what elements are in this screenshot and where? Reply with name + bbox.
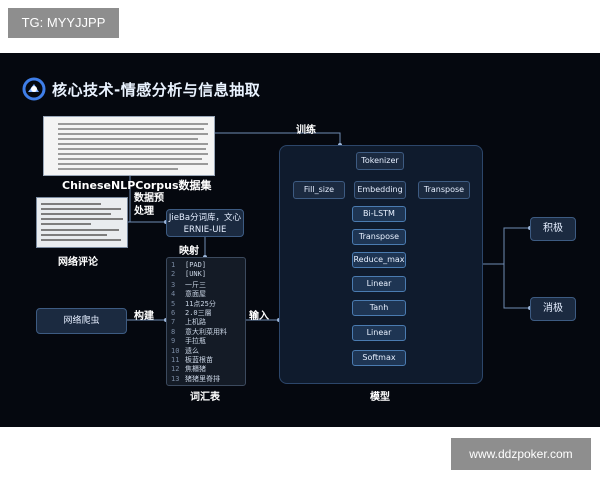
vocab-row: 13 猪猪里脊排 [171, 374, 220, 384]
vocab-row: 11 板蓝根苗 [171, 355, 213, 365]
corpus-document-image [43, 116, 215, 176]
vocab-row-index: 1 [171, 261, 176, 269]
vocab-row-index: 2 [171, 270, 176, 279]
vocab-row-index: 5 [171, 299, 176, 308]
diagram-title: 核心技术-情感分析与信息抽取 [52, 81, 261, 99]
vocab-row-index: 12 [171, 365, 180, 374]
preprocess-label: 数据预处理 [134, 193, 164, 217]
vocab-row-token: 遗么 [185, 346, 199, 355]
bilstm-layer: Bi-LSTM [352, 206, 406, 222]
watermark-top-left: TG: MYYJJPP [8, 8, 119, 38]
vocab-row-token: 意面屋 [185, 290, 206, 299]
vocab-row-token: 手拉瓶 [185, 337, 206, 346]
vocab-row-token: 焦櫃猪 [185, 365, 206, 374]
vocab-row-token: 意大利菜用料 [185, 327, 227, 336]
embedding-node: Embedding [354, 181, 406, 199]
crawler-node: 网络爬虫 [36, 308, 127, 334]
vocab-row: 2 [UNK] [171, 270, 206, 280]
vocab-row-token: 2.0三層 [185, 309, 212, 317]
softmax-layer: Softmax [352, 350, 406, 366]
vocab-row: 4 意面屋 [171, 289, 206, 299]
tanh-layer: Tanh [352, 300, 406, 316]
vocab-row: 7 上机路 [171, 317, 206, 327]
vocab-row-index: 13 [171, 374, 180, 383]
transpose-side-node: Transpose [418, 181, 470, 199]
watermark-bottom-right: www.ddzpoker.com [451, 438, 591, 470]
vocab-row-token: 板蓝根苗 [185, 356, 213, 364]
vocab-row-token: [UNK] [185, 270, 207, 279]
build-label: 构建 [134, 311, 154, 322]
vocab-row: 1 [PAD] [171, 261, 206, 271]
vocab-row: 9 手拉瓶 [171, 336, 206, 346]
vocab-row-index: 7 [171, 318, 176, 327]
vocab-row: 5 11点25分 [171, 299, 216, 309]
vocab-row-index: 9 [171, 337, 176, 346]
vocab-row: 10 遗么 [171, 346, 199, 356]
vocab-row: 3 一斤三 [171, 280, 206, 290]
reduce-max-layer: Reduce_max [352, 252, 406, 268]
vocab-list: 1 [PAD] 2 [UNK] 3 一斤三 4 意面屋 5 11点25分 6 2.0三層 7 上机路 8 意大… [166, 257, 246, 386]
fill-size-node: Fill_size [293, 181, 345, 199]
vocab-label: 词汇表 [190, 392, 220, 403]
vocab-row-token: 11点25分 [185, 299, 216, 308]
corpus-label: ChineseNLPCorpus数据集 [62, 179, 212, 192]
negative-output-node: 消极 [530, 297, 576, 321]
linear-layer-2: Linear [352, 325, 406, 341]
positive-output-node: 积极 [530, 217, 576, 241]
vocab-row: 8 意大利菜用料 [171, 327, 227, 337]
vocab-row-index: 4 [171, 290, 176, 299]
vocab-row-index: 11 [171, 356, 180, 364]
linear-layer-1: Linear [352, 276, 406, 292]
jieba-ernie-node: JieBa分词库，文心ERNIE-UIE [166, 209, 244, 237]
vocab-row-index: 10 [171, 346, 180, 355]
vocab-row-index: 6 [171, 309, 176, 317]
comments-image [36, 197, 128, 248]
mapping-label: 映射 [179, 246, 199, 257]
vocab-row-index: 8 [171, 327, 176, 336]
train-label: 训练 [296, 125, 316, 136]
tokenizer-node: Tokenizer [356, 152, 404, 170]
vocab-row-token: [PAD] [185, 261, 207, 269]
vocab-row-token: 猪猪里脊排 [185, 374, 220, 383]
vocab-row: 12 焦櫃猪 [171, 364, 206, 374]
vocab-row-token: 一斤三 [185, 280, 206, 289]
vocab-row-index: 3 [171, 280, 176, 289]
input-label: 输入 [249, 311, 269, 322]
vocab-row: 6 2.0三層 [171, 308, 212, 318]
transpose-layer: Transpose [352, 229, 406, 245]
comments-label: 网络评论 [58, 257, 98, 268]
vocab-row-token: 上机路 [185, 318, 206, 327]
brand-logo-icon [22, 77, 46, 101]
model-label: 模型 [370, 392, 390, 403]
